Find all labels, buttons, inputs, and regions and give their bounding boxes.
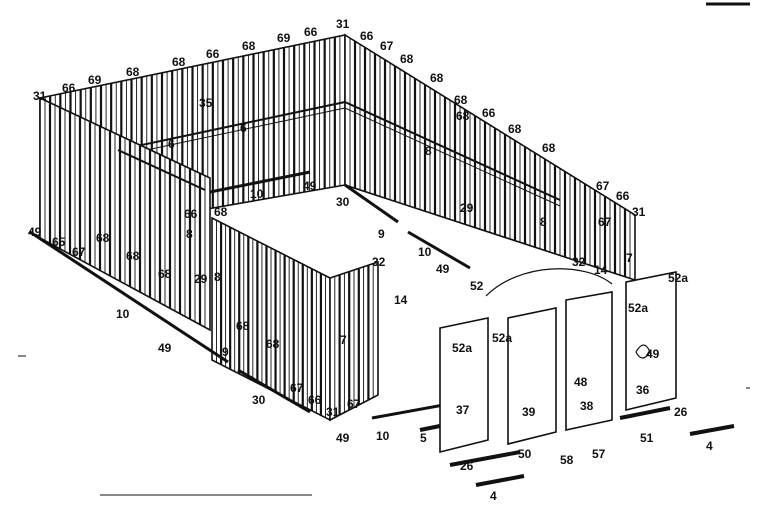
ref-label: 68 [430, 71, 444, 85]
ref-label: 68 [172, 55, 186, 69]
ref-label: 69 [277, 31, 291, 45]
ref-label: 36 [636, 383, 650, 397]
ref-label: 52a [628, 301, 648, 315]
ref-label: 68 [96, 231, 110, 245]
ref-label: 4 [706, 439, 713, 453]
ref-label: 8 [425, 144, 432, 158]
ref-label: 58 [560, 453, 574, 467]
ref-label: 49 [436, 262, 450, 276]
ref-label: 6 [240, 121, 247, 135]
ref-label: 32 [372, 255, 386, 269]
ref-label: 68 [158, 267, 172, 281]
back-right-wall-ribs [349, 38, 631, 279]
ref-label: 68 [508, 122, 522, 136]
ref-label: 67 [380, 39, 394, 53]
ref-label: 69 [88, 73, 102, 87]
ref-label: 5 [420, 431, 427, 445]
ref-label: 68 [454, 93, 468, 107]
ref-label: 67 [72, 245, 86, 259]
ref-label: 14 [594, 263, 608, 277]
ref-label: 7 [340, 333, 347, 347]
ref-label: 68 [126, 249, 140, 263]
ref-label: 68 [456, 109, 470, 123]
ref-label: 14 [394, 293, 408, 307]
ref-label: 10 [418, 245, 432, 259]
loose-panel-36 [625, 271, 677, 412]
ref-label: 66 [616, 189, 630, 203]
ref-label: 9 [222, 345, 229, 359]
ref-label: 10 [250, 187, 264, 201]
ref-label: 68 [242, 39, 256, 53]
ref-label: 38 [580, 399, 594, 413]
ref-label: 37 [456, 403, 470, 417]
ref-label: 29 [194, 272, 208, 286]
ref-label: 51 [640, 431, 654, 445]
ref-label: 66 [62, 81, 76, 95]
ref-label: 66 [482, 106, 496, 120]
ref-label: 52a [492, 331, 512, 345]
ref-label: 48 [574, 375, 588, 389]
ref-label: 65 [52, 235, 66, 249]
ref-label: 49 [336, 431, 350, 445]
back-right-wall [344, 33, 636, 282]
ref-label: 68 [236, 319, 250, 333]
ref-label: 32 [572, 255, 586, 269]
ref-label: 30 [336, 195, 350, 209]
ref-label: 66 [206, 47, 220, 61]
ref-label: 7 [626, 251, 633, 265]
loose-panel-37 [439, 317, 489, 454]
ref-label: 67 [290, 381, 304, 395]
ref-label: 31 [632, 205, 646, 219]
ref-label: 39 [522, 405, 536, 419]
base-strips [419, 406, 735, 487]
ref-label: 68 [266, 337, 280, 351]
ref-label: 8 [186, 227, 193, 241]
ref-label: 10 [376, 429, 390, 443]
ref-label: 26 [674, 405, 688, 419]
ref-label: 26 [460, 459, 474, 473]
ref-label: 9 [378, 227, 385, 241]
ref-label: 68 [126, 65, 140, 79]
connector-arc-52 [485, 268, 613, 297]
left-front-wall-ribs [44, 100, 206, 328]
ref-label: 8 [214, 270, 221, 284]
loose-panel-38 [565, 291, 613, 431]
ref-label: 35 [199, 96, 213, 110]
ref-label: 49 [303, 179, 317, 193]
corner-wall-ribs [334, 263, 374, 418]
left-front-wall [39, 96, 211, 332]
ref-label: 31 [326, 405, 340, 419]
loose-panel-39 [507, 307, 557, 446]
ref-label: 68 [214, 205, 228, 219]
ref-label: 4 [490, 489, 497, 503]
ref-label: 49 [28, 225, 42, 239]
ref-label: 8 [540, 215, 547, 229]
ref-label: 31 [33, 89, 47, 103]
ref-label: 67 [598, 215, 612, 229]
ref-label: 57 [592, 447, 606, 461]
ref-label: 29 [460, 201, 474, 215]
ref-label: 67 [347, 397, 361, 411]
ref-label: 66 [184, 207, 198, 221]
ref-label: 31 [336, 17, 350, 31]
ref-label: 49 [646, 347, 660, 361]
ref-label: 52a [452, 341, 472, 355]
ref-label: 68 [542, 141, 556, 155]
ref-label: 66 [360, 29, 374, 43]
ref-label: 66 [304, 25, 318, 39]
inner-front-wall [211, 216, 379, 422]
ref-label: 30 [252, 393, 266, 407]
inner-front-wall-ribs [216, 220, 326, 418]
ref-label: 6 [168, 137, 175, 151]
ref-label: 49 [158, 341, 172, 355]
ref-label: 68 [400, 52, 414, 66]
ref-label: 10 [116, 307, 130, 321]
ref-label: 52a [668, 271, 688, 285]
ref-label: 52 [470, 279, 484, 293]
ref-label: 67 [596, 179, 610, 193]
reference-labels: 31 66 69 68 68 66 68 69 66 31 66 67 68 6… [28, 17, 713, 503]
ref-label: 50 [518, 447, 532, 461]
ref-label: 66 [308, 393, 322, 407]
